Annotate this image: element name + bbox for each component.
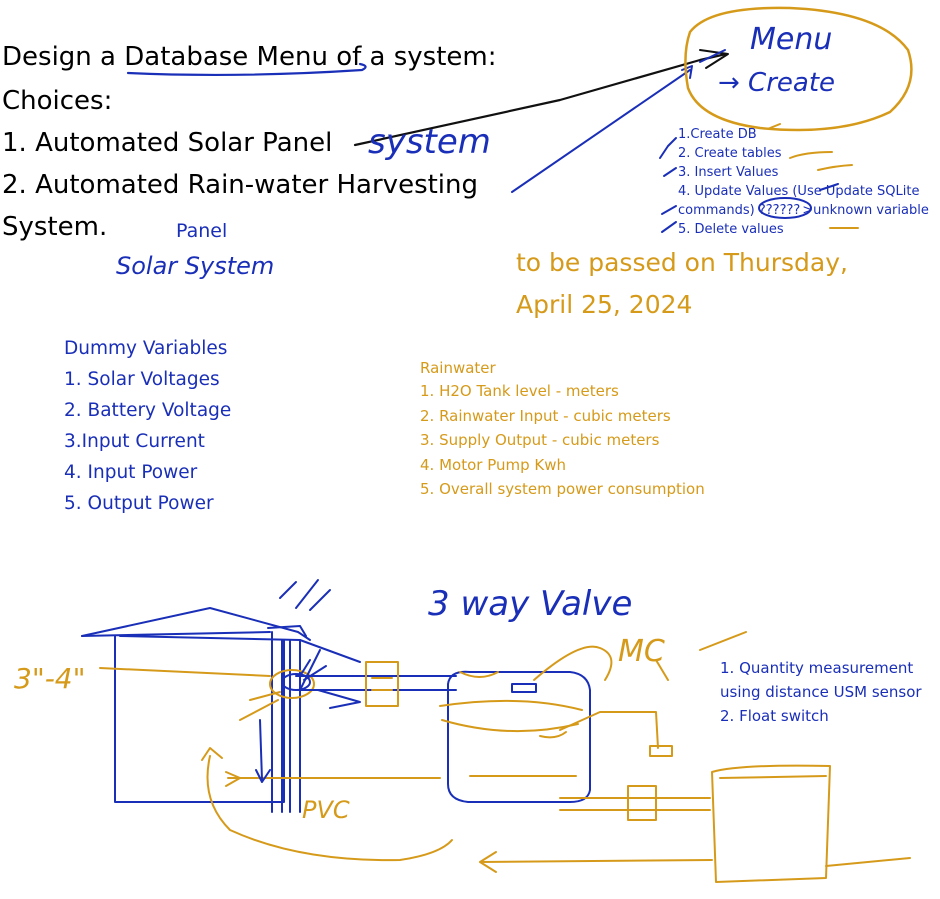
dummy-variable-item: 3.Input Current (64, 431, 205, 452)
update-commands-text: commands) (678, 203, 759, 218)
handwritten-system: system (368, 122, 491, 162)
measurement-item: 1. Quantity measurement (720, 659, 914, 677)
assignment-line1-pre: Design a (2, 42, 125, 72)
measurement-list: 1. Quantity measurement using distance U… (720, 656, 922, 728)
handwritten-pipe-size: 3"-4" (14, 662, 86, 695)
rainwater-item: 2. Rainwater Input - cubic meters (420, 406, 671, 425)
dummy-variables-list: 1. Solar Voltages 2. Battery Voltage 3.I… (64, 364, 231, 519)
menu-list: 1.Create DB 2. Create tables 3. Insert V… (678, 125, 929, 239)
unknown-note: >unknown variable (802, 203, 929, 218)
handwritten-mc: MC (618, 634, 665, 669)
rainwater-item: 5. Overall system power consumption (420, 480, 705, 498)
rainwater-item: 3. Supply Output - cubic meters (420, 431, 660, 449)
rainwater-item: 4. Motor Pump Kwh (420, 455, 566, 474)
menu-item-create-tables: 2. Create tables (678, 146, 782, 161)
measurement-item: 2. Float switch (720, 707, 829, 725)
dummy-variable-item: 4. Input Power (64, 462, 198, 483)
dummy-variable-item: 2. Battery Voltage (64, 400, 232, 421)
arrow-stroke-blue (511, 65, 693, 193)
assignment-line1: Design a Database Menu of a system: (2, 40, 497, 74)
dummy-variable-item: 5. Output Power (64, 493, 214, 514)
handwritten-create: → Create (718, 68, 836, 98)
measurement-item: using distance USM sensor (720, 683, 922, 701)
handwritten-pvc: PVC (302, 796, 350, 824)
handwritten-solar-system: Solar System (116, 252, 275, 280)
menu-bubble (684, 6, 913, 132)
menu-item-update-values: 4. Update Values (Use Update SQLite (678, 184, 920, 199)
deadline-line2: April 25, 2024 (516, 290, 693, 319)
tank-outline (447, 670, 591, 803)
unknown-marker: ?????? (758, 203, 801, 218)
choice-rainwater: 2. Automated Rain-water Harvesting (2, 170, 479, 200)
choice-rainwater-cont: System. (2, 212, 108, 242)
deadline-line1: to be passed on Thursday, (516, 248, 848, 277)
menu-item-insert-values: 3. Insert Values (678, 165, 779, 180)
choice-solar-panel: 1. Automated Solar Panel (2, 128, 333, 158)
database-menu-text: Database Menu (124, 42, 328, 72)
house-box (114, 635, 285, 803)
panel-label: Panel (176, 220, 228, 242)
assignment-line1-post: of a system: (327, 42, 497, 72)
underline-stroke (126, 62, 367, 77)
handwritten-menu: Menu (750, 22, 833, 57)
rainwater-item: 1. H2O Tank level - meters (420, 382, 619, 400)
unknown-circle (758, 197, 812, 219)
choices-label: Choices: (2, 86, 113, 116)
dummy-variable-item: 1. Solar Voltages (64, 369, 220, 390)
rainwater-title: Rainwater (420, 359, 496, 377)
dummy-variables-title: Dummy Variables (64, 338, 228, 359)
menu-item-update-commands: commands) ??????>unknown variable (678, 201, 929, 220)
rainwater-list: 1. H2O Tank level - meters 2. Rainwater … (420, 379, 705, 502)
menu-item-create-db: 1.Create DB (678, 127, 757, 142)
menu-item-delete-values: 5. Delete values (678, 222, 784, 237)
arrow-stroke-black (353, 52, 728, 147)
handwritten-three-way-valve: 3 way Valve (428, 584, 633, 624)
